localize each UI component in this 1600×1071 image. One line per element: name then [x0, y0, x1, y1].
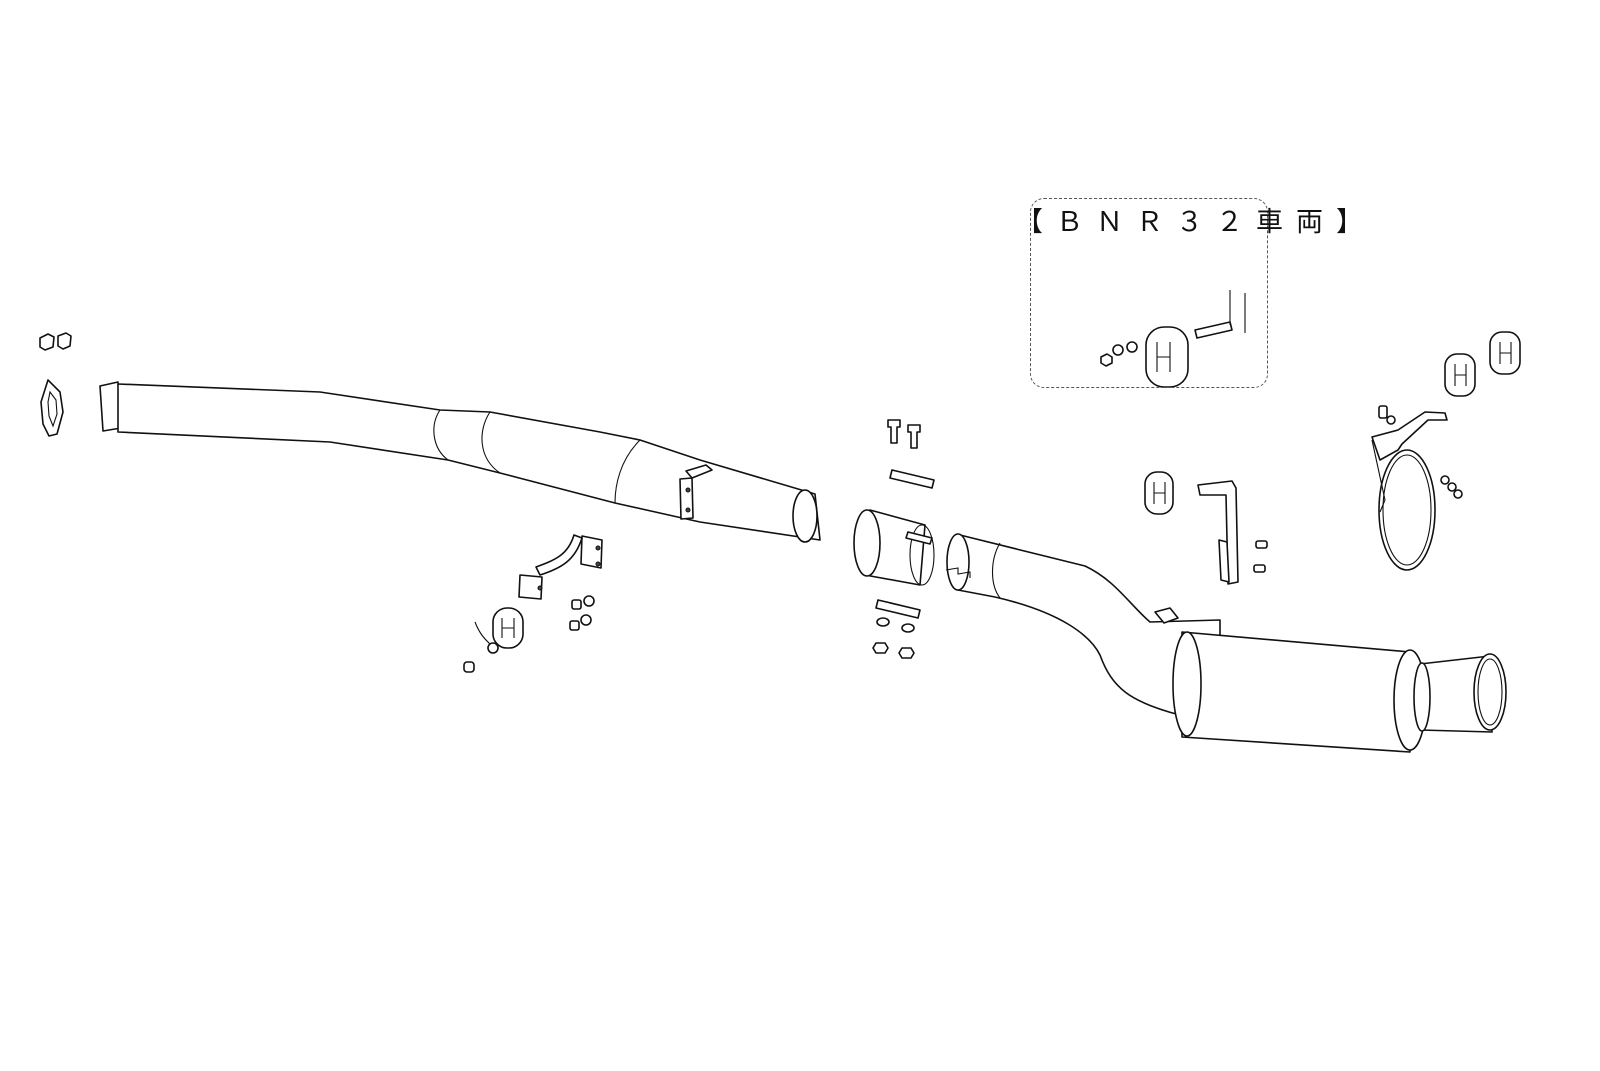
band-clamp-icon	[853, 509, 935, 586]
flange-nuts-icon	[39, 332, 72, 351]
front-pipe-icon	[99, 381, 821, 543]
tail-band-hanger-icon	[1371, 405, 1463, 571]
bnr32-inset-box	[1030, 198, 1268, 388]
rear-pipe-muffler-icon	[945, 533, 1507, 753]
clamp-plate-icon	[875, 469, 935, 619]
bracket-bolts-icon	[569, 595, 595, 631]
gasket-icon	[40, 379, 64, 437]
rubber-hanger-icon	[463, 607, 524, 673]
bnr32-inset-label: 【ＢＮＲ３２車両】	[1016, 207, 1376, 238]
rear-hanger-rod-icon	[1197, 480, 1268, 585]
rubber-hanger-rear-icon	[1144, 331, 1521, 515]
center-hanger-bracket-icon	[518, 534, 603, 600]
joint-nuts-icon	[872, 617, 915, 659]
inset-hanger-assembly-icon	[1100, 290, 1246, 388]
joint-bolts-icon	[887, 419, 921, 449]
